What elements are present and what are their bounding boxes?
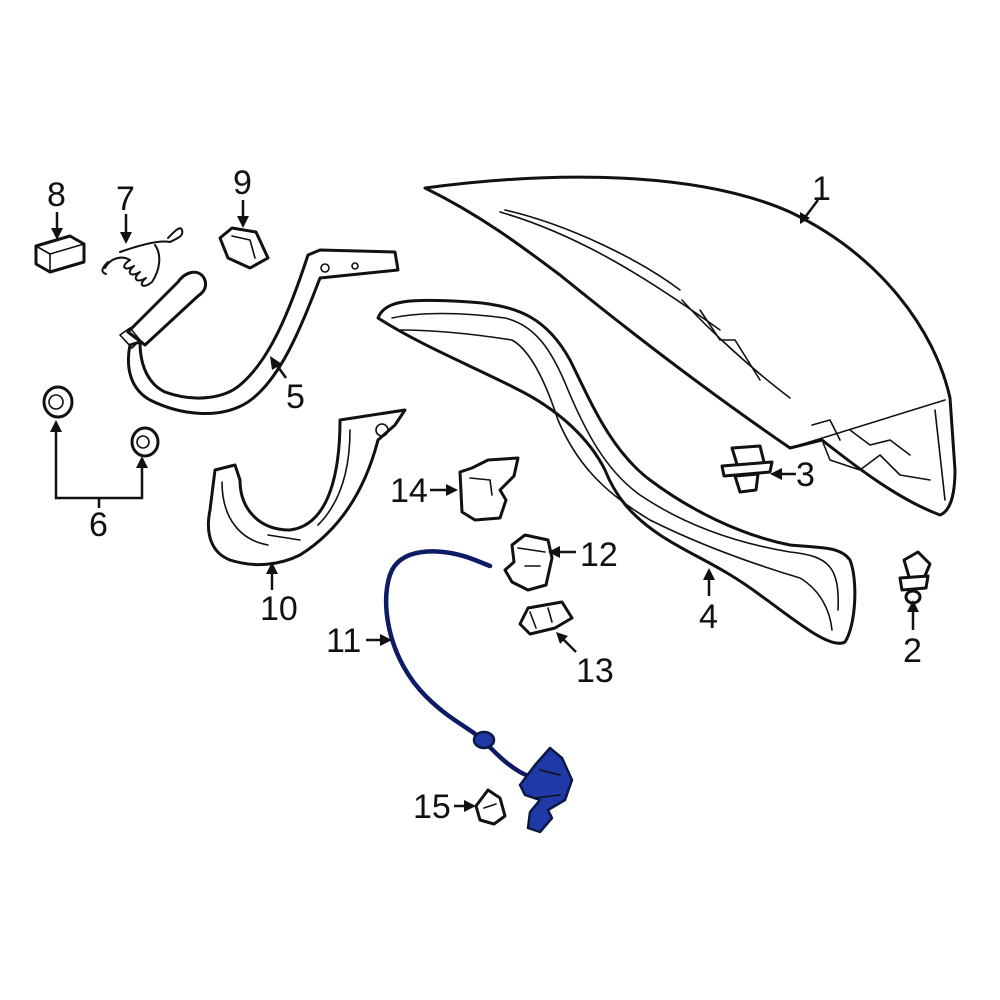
leader-lines	[50, 199, 919, 812]
callout-12[interactable]: 12	[580, 536, 618, 574]
callout-9[interactable]: 9	[233, 164, 252, 202]
callout-1[interactable]: 1	[812, 170, 831, 208]
part-11-release-cable[interactable]	[383, 549, 574, 834]
callout-4[interactable]: 4	[699, 598, 718, 636]
part-4-weatherstrip[interactable]	[376, 298, 857, 645]
part-15-clip[interactable]	[474, 788, 507, 826]
part-10-hinge-cover[interactable]	[206, 408, 407, 566]
part-14-bracket[interactable]	[458, 456, 520, 522]
part-2-push-pin[interactable]	[898, 550, 932, 605]
callout-11[interactable]: 11	[326, 622, 361, 660]
part-5-hinge[interactable]	[119, 248, 400, 416]
callout-3[interactable]: 3	[796, 456, 815, 494]
callout-6[interactable]: 6	[89, 506, 108, 544]
callout-8[interactable]: 8	[47, 176, 66, 214]
callout-10[interactable]: 10	[260, 590, 298, 628]
part-3-bumper-stop[interactable]	[720, 444, 774, 494]
callout-13[interactable]: 13	[576, 652, 614, 690]
callout-2[interactable]: 2	[903, 632, 922, 670]
part-12-latch[interactable]	[503, 533, 554, 592]
part-9-clip[interactable]	[218, 226, 270, 270]
part-7-spring[interactable]	[101, 227, 184, 287]
callout-numbers: 1 2 3 4 5 6 7 8 9 10 11 12 13 14 15	[47, 164, 922, 826]
part-1-trunk-lid[interactable]	[423, 175, 957, 517]
callout-14[interactable]: 14	[390, 472, 428, 510]
callout-5[interactable]: 5	[286, 378, 305, 416]
part-8-bumper-block[interactable]	[34, 234, 86, 274]
part-6-grommets[interactable]	[42, 385, 160, 458]
callout-7[interactable]: 7	[116, 180, 135, 218]
part-13-bumper[interactable]	[518, 600, 574, 636]
callout-15[interactable]: 15	[413, 788, 451, 826]
